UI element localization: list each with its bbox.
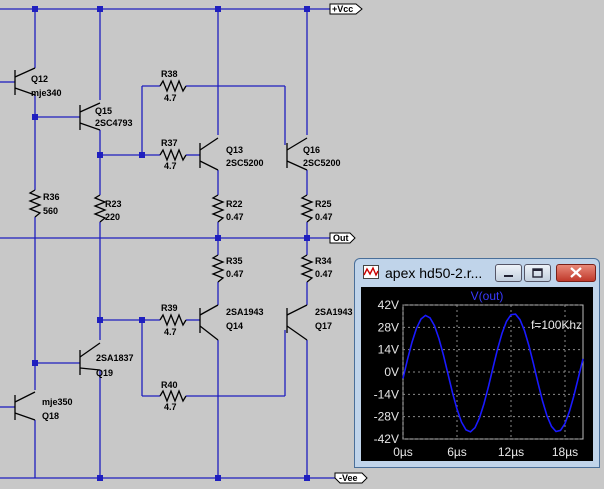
port-vee[interactable]: -Vee xyxy=(334,472,368,484)
r25-ref: R25 xyxy=(315,199,332,209)
q19-ref: Q19 xyxy=(96,368,113,378)
q15-part: 2SC4793 xyxy=(95,118,133,128)
q17-part: 2SA1943 xyxy=(315,307,353,317)
resistor-r22[interactable] xyxy=(211,194,225,223)
q18-ref: Q18 xyxy=(42,411,59,421)
x-tick-label: 0µs xyxy=(393,445,413,459)
window-title: apex hd50-2.r... xyxy=(385,265,483,281)
resistor-r39[interactable] xyxy=(159,313,187,327)
resistor-r35[interactable] xyxy=(211,254,225,283)
maximize-icon xyxy=(532,268,543,278)
plot-area[interactable]: 42V 28V 14V 0V -14V -28V -42V 0µs 6µs 12µs 18µs V… xyxy=(361,287,593,461)
q16-ref: Q16 xyxy=(303,145,320,155)
port-vcc[interactable]: +Vcc xyxy=(329,3,363,15)
y-tick-label: -28V xyxy=(374,410,399,424)
window-titlebar[interactable]: apex hd50-2.r... xyxy=(355,259,599,287)
junctions xyxy=(32,6,310,481)
port-out-label: Out xyxy=(333,233,349,243)
y-tick-label: 0V xyxy=(384,365,399,379)
y-axis-ticks: 42V 28V 14V 0V -14V -28V -42V xyxy=(374,298,399,446)
close-icon xyxy=(570,267,582,278)
r35-value: 0.47 xyxy=(226,269,244,279)
r39-value: 4.7 xyxy=(164,327,177,337)
q16-part: 2SC5200 xyxy=(303,158,341,168)
resistor-r36[interactable] xyxy=(28,189,42,218)
r37-value: 4.7 xyxy=(164,161,177,171)
port-vcc-label: +Vcc xyxy=(332,4,353,14)
resistor-r34[interactable] xyxy=(300,254,314,283)
transistor-q12[interactable] xyxy=(14,67,36,96)
r23-value: 220 xyxy=(105,212,120,222)
plot-title: V(out) xyxy=(471,289,504,303)
q15-ref: Q15 xyxy=(95,106,112,116)
port-out[interactable]: Out xyxy=(329,232,356,244)
vout-trace xyxy=(402,313,584,433)
r22-value: 0.47 xyxy=(226,212,244,222)
resistor-r38[interactable] xyxy=(159,79,187,93)
r38-value: 4.7 xyxy=(164,93,177,103)
transistor-q17[interactable] xyxy=(286,304,308,341)
q14-ref: Q14 xyxy=(226,321,243,331)
y-tick-label: 14V xyxy=(378,343,399,357)
y-tick-label: 28V xyxy=(378,320,399,334)
waveform-plot[interactable]: 42V 28V 14V 0V -14V -28V -42V 0µs 6µs 12µs 18µs V… xyxy=(361,287,593,461)
waveform-window[interactable]: apex hd50-2.r... 42V 28V 14V 0V -14V -28V -42V… xyxy=(354,258,600,468)
r36-ref: R36 xyxy=(43,192,60,202)
q13-part: 2SC5200 xyxy=(226,158,264,168)
transistor-q14[interactable] xyxy=(199,304,219,341)
x-tick-label: 18µs xyxy=(552,445,578,459)
q18-part: mje350 xyxy=(42,397,73,407)
resistor-r37[interactable] xyxy=(159,148,187,162)
r34-value: 0.47 xyxy=(315,269,333,279)
y-tick-label: -14V xyxy=(374,387,399,401)
q17-ref: Q17 xyxy=(315,321,332,331)
q12-part: mje340 xyxy=(31,88,62,98)
minimize-button[interactable] xyxy=(495,264,522,282)
r40-value: 4.7 xyxy=(164,402,177,412)
frequency-annotation: f=100Khz xyxy=(531,318,582,332)
r25-value: 0.47 xyxy=(315,212,333,222)
transistor-q19[interactable] xyxy=(79,342,101,375)
y-tick-label: -42V xyxy=(374,432,399,446)
resistor-r25[interactable] xyxy=(300,194,314,223)
wires xyxy=(0,8,335,479)
waveform-app-icon xyxy=(363,265,379,279)
close-button[interactable] xyxy=(556,264,596,282)
r35-ref: R35 xyxy=(226,256,243,266)
y-tick-label: 42V xyxy=(378,298,399,312)
r22-ref: R22 xyxy=(226,199,243,209)
maximize-button[interactable] xyxy=(524,264,551,282)
q14-part: 2SA1943 xyxy=(226,307,264,317)
resistor-r23[interactable] xyxy=(93,194,107,223)
r34-ref: R34 xyxy=(315,256,332,266)
transistor-q13[interactable] xyxy=(199,137,219,171)
q19-part: 2SA1837 xyxy=(96,353,134,363)
x-tick-label: 12µs xyxy=(498,445,524,459)
r23-ref: R23 xyxy=(105,199,122,209)
transistor-q18[interactable] xyxy=(14,391,36,421)
r37-ref: R37 xyxy=(161,138,178,148)
q12-ref: Q12 xyxy=(31,74,48,84)
r36-value: 560 xyxy=(43,206,58,216)
r38-ref: R38 xyxy=(161,69,178,79)
r40-ref: R40 xyxy=(161,380,178,390)
x-tick-label: 6µs xyxy=(447,445,467,459)
transistor-q15[interactable] xyxy=(79,102,101,131)
x-axis-ticks: 0µs 6µs 12µs 18µs xyxy=(393,445,578,459)
resistor-r40[interactable] xyxy=(159,389,187,403)
r39-ref: R39 xyxy=(161,303,178,313)
plot-grid xyxy=(402,304,584,440)
minimize-icon xyxy=(504,275,513,277)
q13-ref: Q13 xyxy=(226,145,243,155)
transistor-q16[interactable] xyxy=(286,137,308,171)
port-vee-label: -Vee xyxy=(339,473,358,483)
